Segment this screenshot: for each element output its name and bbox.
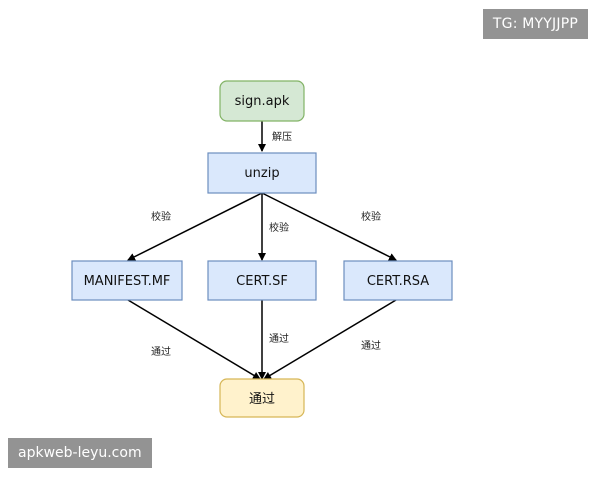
edge-label-pass-left: 通过 bbox=[151, 345, 171, 358]
edge-label-pass-mid: 通过 bbox=[269, 332, 289, 345]
node-unzip: unzip bbox=[207, 152, 317, 194]
edge-unzip-to-certrsa bbox=[261, 192, 397, 261]
node-manifest-label: MANIFEST.MF bbox=[84, 274, 171, 289]
edge-label-unzip: 解压 bbox=[272, 130, 292, 143]
node-sign-apk: sign.apk bbox=[219, 80, 305, 122]
edge-unzip-to-manifest bbox=[127, 192, 263, 261]
node-cert-rsa: CERT.RSA bbox=[343, 260, 453, 301]
watermark-bottom-left: apkweb-leyu.com bbox=[8, 438, 152, 468]
node-pass-label: 通过 bbox=[249, 392, 275, 407]
node-unzip-label: unzip bbox=[244, 166, 279, 181]
edge-label-verify-right: 校验 bbox=[361, 210, 381, 223]
node-cert-rsa-label: CERT.RSA bbox=[367, 274, 429, 289]
node-pass: 通过 bbox=[219, 378, 305, 418]
node-cert-sf-label: CERT.SF bbox=[236, 274, 288, 289]
edge-label-pass-right: 通过 bbox=[361, 339, 381, 352]
node-sign-apk-label: sign.apk bbox=[235, 94, 290, 109]
edge-label-verify-mid: 校验 bbox=[269, 221, 289, 234]
watermark-top-right: TG: MYYJJPP bbox=[482, 9, 588, 39]
edge-certrsa-to-pass bbox=[263, 299, 397, 380]
edge-labels: 解压 校验 校验 校验 通过 通过 通过 bbox=[151, 130, 381, 358]
edges bbox=[127, 121, 397, 380]
edge-label-verify-left: 校验 bbox=[151, 210, 171, 223]
edge-manifest-to-pass bbox=[127, 299, 261, 380]
node-manifest: MANIFEST.MF bbox=[71, 260, 183, 301]
node-cert-sf: CERT.SF bbox=[207, 260, 317, 301]
